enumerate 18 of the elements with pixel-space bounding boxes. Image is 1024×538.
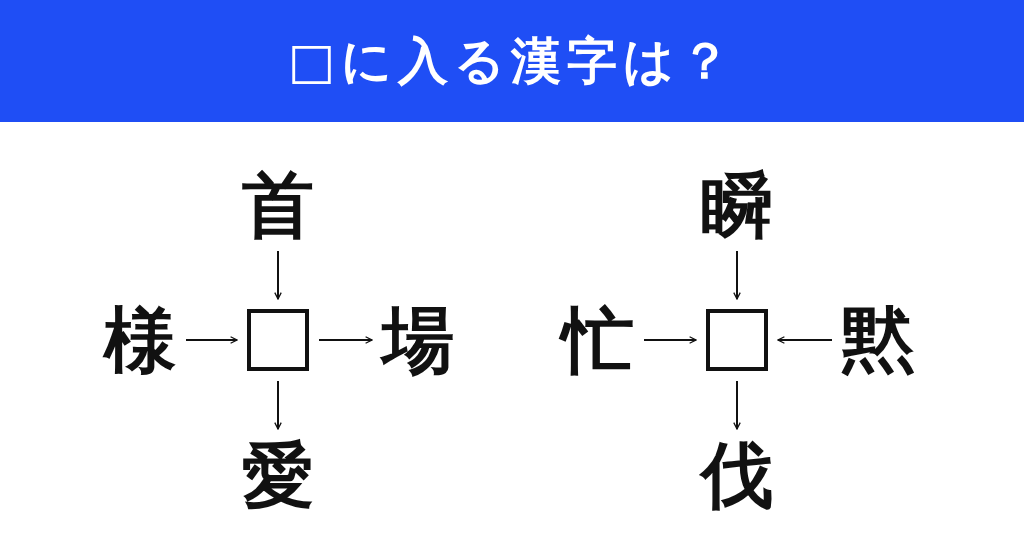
kanji-character: 様 [104, 304, 176, 376]
kanji-character: 伐 [701, 439, 773, 511]
kanji-character: 黙 [842, 304, 914, 376]
arrow [185, 336, 238, 344]
arrow [643, 336, 697, 344]
arrow [733, 250, 741, 300]
arrow [274, 380, 282, 430]
blank-square [706, 309, 768, 371]
arrow [777, 336, 833, 344]
kanji-character: 愛 [242, 439, 314, 511]
kanji-character: 場 [382, 304, 454, 376]
arrow [733, 380, 741, 430]
kanji-character: 瞬 [701, 169, 773, 241]
title: □に入る漢字は？ [287, 30, 737, 92]
kanji-character: 首 [242, 169, 314, 241]
blank-square [247, 309, 309, 371]
arrow [318, 336, 373, 344]
arrow [274, 250, 282, 300]
